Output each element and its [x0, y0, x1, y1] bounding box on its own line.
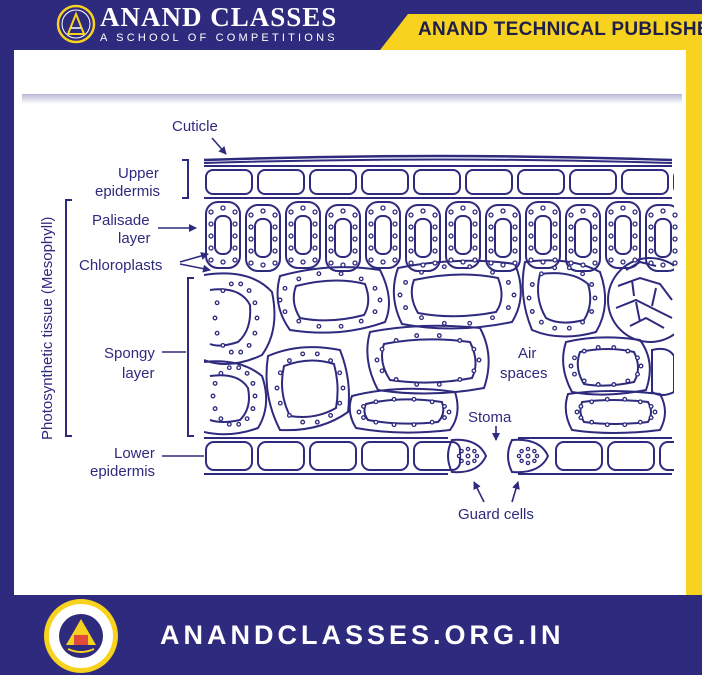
palisade-cell	[285, 201, 321, 269]
upper-epidermis-cell	[309, 169, 357, 195]
upper-epidermis-cell	[673, 173, 674, 191]
upper-epidermis-cell	[413, 169, 461, 195]
upper-epidermis-cell	[257, 169, 305, 195]
palisade-cell	[325, 204, 361, 272]
lower-epidermis-cell	[607, 441, 655, 471]
brand-title: ANAND CLASSES	[100, 2, 338, 32]
upper-epidermis-cell	[361, 169, 409, 195]
upper-epidermis-cell	[517, 169, 565, 195]
lower-epidermis-cell	[257, 441, 305, 471]
upper-epidermis-cells	[204, 165, 674, 199]
label-air-1: Air	[518, 345, 536, 362]
lower-epidermis-cell	[309, 441, 357, 471]
label-chloroplasts: Chloroplasts	[79, 257, 162, 274]
label-cuticle: Cuticle	[172, 118, 218, 135]
label-upper-epidermis-1: Upper	[118, 165, 159, 182]
lower-epidermis-cell	[413, 441, 461, 471]
palisade-cell	[525, 201, 561, 269]
side-accent-strip	[686, 50, 702, 595]
cuticle-layer	[204, 154, 673, 162]
palisade-cell	[205, 201, 241, 269]
panel-shadow	[22, 94, 682, 104]
upper-epidermis-cell	[621, 169, 669, 195]
lower-epidermis-cell	[205, 441, 253, 471]
upper-epidermis-cell	[205, 169, 253, 195]
label-upper-epidermis-2: epidermis	[95, 183, 160, 200]
lower-epidermis-cell	[555, 441, 603, 471]
website-url: ANANDCLASSES.ORG.IN	[160, 620, 565, 650]
palisade-cells	[205, 201, 674, 272]
label-guard-cells: Guard cells	[458, 506, 534, 523]
publisher-tab	[380, 14, 702, 50]
upper-epidermis-cell	[569, 169, 617, 195]
label-palisade-1: Palisade	[92, 212, 150, 229]
brand-subtitle: A SCHOOL OF COMPETITIONS	[100, 32, 338, 44]
label-lower-epidermis-1: Lower	[114, 445, 155, 462]
anand-classes-badge-icon	[44, 599, 118, 673]
lower-epidermis-cell	[361, 441, 409, 471]
palisade-cell	[445, 201, 481, 269]
lower-epidermis-cells	[205, 441, 674, 471]
palisade-cell	[485, 204, 521, 272]
label-spongy-1: Spongy	[104, 345, 155, 362]
label-air-2: spaces	[500, 365, 548, 382]
label-spongy-2: layer	[122, 365, 155, 382]
leaf-cross-section-diagram: Cuticle Upper epidermis Palisade layer C…	[39, 118, 678, 523]
label-brackets	[65, 159, 194, 437]
palisade-cell	[645, 204, 674, 272]
upper-epidermis-cell	[465, 169, 513, 195]
palisade-cell	[565, 204, 601, 272]
palisade-cell	[245, 204, 281, 272]
label-palisade-2: layer	[118, 230, 151, 247]
label-stoma: Stoma	[468, 409, 512, 426]
lower-epidermis-cell	[659, 441, 674, 471]
publisher-name: ANAND TECHNICAL PUBLISHERS	[418, 19, 702, 40]
palisade-cell	[365, 201, 401, 269]
anand-logo-icon	[56, 4, 96, 44]
label-mesophyll: Photosynthetic tissue (Mesophyll)	[39, 217, 56, 440]
guard-cells	[447, 438, 550, 474]
chloroplast-dots	[208, 205, 678, 466]
label-lower-epidermis-2: epidermis	[90, 463, 155, 480]
